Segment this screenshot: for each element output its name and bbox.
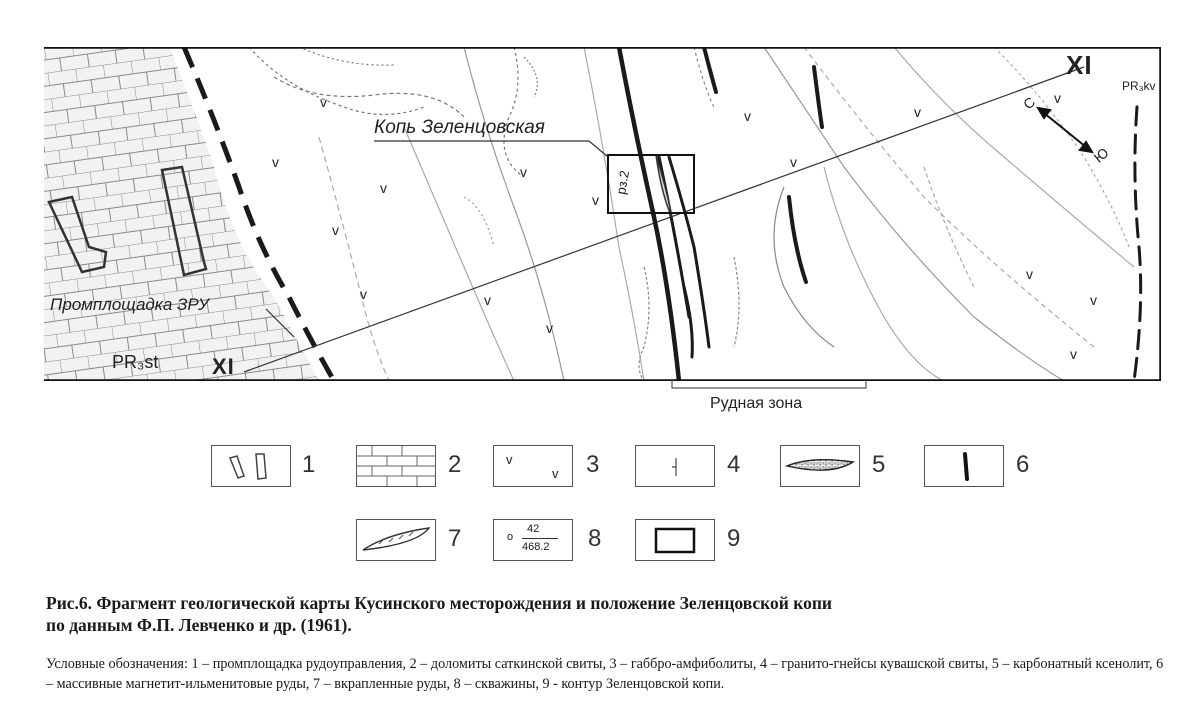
legend-num-6: 6	[1016, 451, 1030, 478]
svg-text:v: v	[484, 292, 491, 308]
pz2-label: pз.2	[613, 169, 632, 195]
dolomite-brick-icon	[357, 446, 435, 486]
svg-text:v: v	[360, 286, 367, 302]
ore-zone-bracket	[671, 380, 867, 389]
legend-num-4: 4	[727, 451, 741, 478]
legend-num-3: 3	[586, 451, 600, 478]
legend-num-1: 1	[302, 451, 316, 478]
svg-text:v: v	[552, 466, 559, 481]
profile-line-xi	[243, 66, 1085, 373]
figure-caption-title: Рис.6. Фрагмент геологической карты Куси…	[46, 592, 1156, 636]
svg-text:v: v	[272, 154, 279, 170]
legend-box-9	[635, 519, 715, 561]
pr3st-label: PR₃st	[112, 352, 159, 372]
legend-box-5	[780, 445, 860, 487]
svg-text:v: v	[744, 108, 751, 124]
kop-contour	[607, 154, 695, 214]
legend-num-2: 2	[448, 451, 462, 478]
legend-box-1	[211, 445, 291, 487]
svg-text:v: v	[506, 452, 513, 467]
legend-box-2	[356, 445, 436, 487]
disseminated-ore-lens	[655, 154, 673, 218]
svg-text:v: v	[790, 154, 797, 170]
kop-leader-line	[374, 140, 609, 158]
orientation-arrow	[1036, 106, 1094, 154]
gabbro-v-symbols: v v v v v v v v v v v v v v v v	[272, 90, 1097, 362]
svg-text:v: v	[546, 320, 553, 336]
borehole-fraction-line	[522, 538, 558, 539]
kop-label: Копь Зеленцовская	[374, 117, 545, 138]
contour-lines	[248, 47, 1135, 381]
ore-zone-label: Рудная зона	[710, 395, 803, 412]
legend-box-7	[356, 519, 436, 561]
figure-legend-text: Условные обозначения: 1 – промплощадка р…	[46, 656, 1164, 692]
svg-text:v: v	[380, 180, 387, 196]
legend-num-9: 9	[727, 525, 741, 552]
borehole-number: 42	[527, 523, 540, 535]
profile-xi-bottom-label: XI	[212, 354, 235, 379]
disseminated-ore-icon	[362, 527, 431, 551]
legend-box-6	[924, 445, 1004, 487]
granite-tick-icon	[672, 458, 677, 476]
caption-title-line2: по данным Ф.П. Левченко и др. (1961).	[46, 615, 352, 635]
massive-ore-bodies	[616, 47, 1143, 381]
borehole-mark: o	[507, 531, 514, 543]
legend-box-4	[635, 445, 715, 487]
svg-text:v: v	[1090, 292, 1097, 308]
svg-text:v: v	[1026, 266, 1033, 282]
svg-text:v: v	[592, 192, 599, 208]
map-canvas: pз.2 v v v v v v v v v v v v v v v	[44, 47, 1161, 381]
legend-num-7: 7	[448, 525, 462, 552]
svg-text:v: v	[914, 104, 921, 120]
legend-box-3: v v	[493, 445, 573, 487]
borehole-elevation: 468.2	[522, 541, 550, 553]
industrial-site-1	[47, 195, 108, 274]
prom-leader-line	[265, 308, 295, 338]
svg-text:v: v	[1054, 90, 1061, 106]
fault-dashed-left	[181, 47, 337, 381]
gabbro-v-icon: v v	[506, 452, 559, 481]
legend-num-5: 5	[872, 451, 886, 478]
svg-text:v: v	[332, 222, 339, 238]
pr3kv-label: PR₃kv	[1122, 79, 1156, 93]
profile-xi-top-label: XI	[1066, 50, 1093, 80]
svg-text:v: v	[1070, 346, 1077, 362]
industrial-site-2	[160, 165, 208, 277]
industrial-site-label: Промплощадка ЗРУ	[50, 295, 209, 314]
caption-title-line1: Рис.6. Фрагмент геологической карты Куси…	[46, 593, 832, 613]
kop-contour-icon	[654, 527, 696, 554]
massive-ore-icon	[963, 452, 969, 481]
industrial-site-icon	[228, 453, 267, 480]
legend-box-8: o 42 468.2	[493, 519, 573, 561]
svg-text:v: v	[520, 164, 527, 180]
legend-num-8: 8	[588, 525, 602, 552]
svg-text:v: v	[320, 94, 327, 110]
carbonate-xenolith-icon	[784, 459, 855, 471]
geological-map: pз.2 v v v v v v v v v v v v v v v	[44, 47, 1161, 381]
